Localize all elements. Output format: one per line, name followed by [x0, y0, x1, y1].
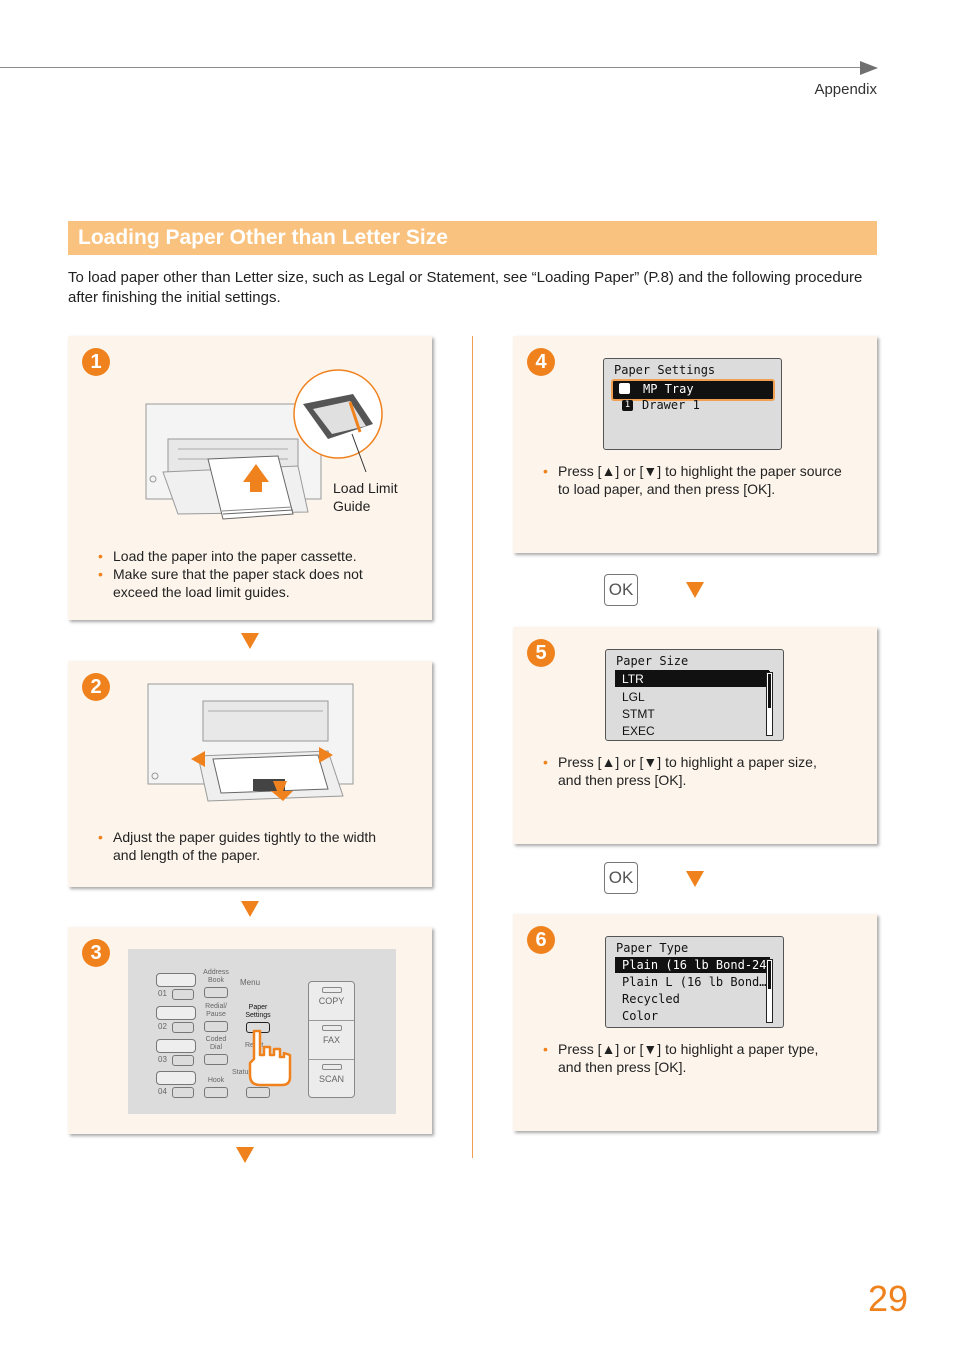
key-label: 01 [158, 989, 167, 998]
lcd-rule [615, 670, 769, 671]
lcd-selected-row[interactable]: MP Tray [611, 379, 775, 401]
lcd-scroll-thumb [768, 961, 771, 989]
scan-key[interactable]: SCAN [318, 1074, 344, 1084]
down-arrow-icon [241, 633, 259, 649]
lcd-title: Paper Type [616, 941, 689, 955]
fax-key[interactable]: FAX [322, 1035, 340, 1045]
lcd-option[interactable]: Drawer 1 [642, 398, 700, 412]
one-touch-key[interactable] [156, 1039, 196, 1053]
bullet-item: Load the paper into the paper cassette. [98, 547, 398, 565]
operation-panel: 01 02 03 04 Address Book Redial/ Pause C… [128, 949, 396, 1114]
down-arrow-icon [686, 582, 704, 598]
lcd-option[interactable]: Color [622, 1009, 659, 1023]
step-4-bullets: Press [▲] or [▼] to highlight the paper … [543, 462, 843, 498]
coded-dial-label: Coded Dial [205, 1036, 227, 1051]
redial-key[interactable] [204, 1021, 228, 1032]
redial-label: Redial/ Pause [205, 1003, 227, 1018]
lcd-option[interactable]: Recycled [622, 992, 680, 1006]
step-5-bullets: Press [▲] or [▼] to highlight a paper si… [543, 753, 843, 789]
lcd-option[interactable]: LGL [622, 690, 645, 704]
lcd-option[interactable]: Plain L (16 lb Bond… [622, 975, 767, 989]
hook-key[interactable] [204, 1087, 228, 1098]
step-3-panel: 3 01 02 03 04 Address Book Redial/ Pause… [68, 927, 432, 1134]
key[interactable] [172, 1055, 194, 1066]
step-4-panel: 4 Paper Settings MP Tray 1 Drawer 1 Pres… [513, 336, 877, 553]
column-divider [472, 336, 473, 1158]
address-book-label: Address Book [203, 969, 229, 984]
paper-settings-label: Paper Settings [245, 1004, 271, 1019]
step-number: 1 [82, 348, 110, 376]
lcd-screen: Paper Size LTR LGL STMT EXEC [605, 649, 784, 741]
page-title: Loading Paper Other than Letter Size [78, 226, 448, 249]
step-6-bullets: Press [▲] or [▼] to highlight a paper ty… [543, 1040, 843, 1076]
bullet-item: Make sure that the paper stack does not … [98, 565, 398, 601]
one-touch-key[interactable] [156, 1006, 196, 1020]
drawer-icon: 1 [622, 400, 633, 411]
lcd-selected-row[interactable]: LTR [615, 671, 770, 687]
lcd-scroll-thumb [768, 674, 771, 708]
lcd-selected-row[interactable]: Plain (16 lb Bond-24 [615, 957, 770, 973]
step-5-panel: 5 Paper Size LTR LGL STMT EXEC Press [▲]… [513, 627, 877, 844]
key[interactable] [172, 1022, 194, 1033]
lcd-option[interactable]: STMT [622, 707, 655, 721]
separator [309, 1059, 354, 1060]
lcd-scrollbar[interactable] [766, 959, 773, 1023]
step-number: 6 [527, 926, 555, 954]
key[interactable] [172, 989, 194, 1000]
step-2-panel: 2 Adjust the paper guides tightly to the… [68, 661, 432, 887]
step-1-panel: 1 Load Limit Guide Load the paper into t… [68, 336, 432, 620]
down-arrow-icon [241, 901, 259, 917]
copy-indicator [322, 987, 342, 993]
title-bar: Loading Paper Other than Letter Size [68, 221, 877, 255]
status-key[interactable] [246, 1087, 270, 1098]
bullet-item: Adjust the paper guides tightly to the w… [98, 828, 398, 864]
header-arrow-icon [860, 61, 878, 75]
down-arrow-icon [236, 1147, 254, 1163]
key-label: 02 [158, 1022, 167, 1031]
lcd-screen: Paper Settings MP Tray 1 Drawer 1 [603, 358, 782, 450]
printer-paper-guides-illustration [147, 683, 354, 802]
mode-keys: COPY FAX SCAN [308, 981, 355, 1098]
key-label: 03 [158, 1055, 167, 1064]
lcd-option: MP Tray [643, 382, 694, 396]
lcd-title: Paper Settings [614, 363, 716, 377]
step-number: 2 [82, 673, 110, 701]
coded-dial-key[interactable] [204, 1054, 228, 1065]
intro-text: To load paper other than Letter size, su… [68, 269, 863, 306]
step-1-bullets: Load the paper into the paper cassette. … [98, 547, 398, 601]
bullet-item: Press [▲] or [▼] to highlight the paper … [543, 462, 843, 498]
ok-button: OK [604, 862, 638, 894]
pointing-hand-icon [248, 1029, 292, 1087]
status-label: Status [232, 1069, 252, 1076]
ok-button: OK [604, 574, 638, 606]
mp-tray-icon [619, 383, 630, 394]
section-label: Appendix [814, 81, 877, 98]
step-2-bullets: Adjust the paper guides tightly to the w… [98, 828, 398, 864]
separator [309, 1020, 354, 1021]
menu-label: Menu [240, 978, 261, 987]
scan-indicator [322, 1064, 342, 1070]
bullet-item: Press [▲] or [▼] to highlight a paper si… [543, 753, 843, 789]
key[interactable] [172, 1087, 194, 1098]
step-number: 5 [527, 639, 555, 667]
one-touch-key[interactable] [156, 1071, 196, 1085]
lcd-screen: Paper Type Plain (16 lb Bond-24 Plain L … [605, 936, 784, 1028]
step-number: 4 [527, 348, 555, 376]
bullet-item: Press [▲] or [▼] to highlight a paper ty… [543, 1040, 843, 1076]
header-rule [0, 67, 862, 68]
step-6-panel: 6 Paper Type Plain (16 lb Bond-24 Plain … [513, 914, 877, 1131]
hook-label: Hook [207, 1077, 225, 1084]
step-number: 3 [82, 939, 110, 967]
key-label: 04 [158, 1087, 167, 1096]
down-arrow-icon [686, 871, 704, 887]
lcd-title: Paper Size [616, 654, 689, 668]
address-book-key[interactable] [204, 987, 228, 998]
one-touch-key[interactable] [156, 973, 196, 987]
lcd-option[interactable]: EXEC [622, 724, 655, 738]
fax-indicator [322, 1025, 342, 1031]
load-limit-guide-callout: Load Limit Guide [333, 480, 398, 514]
page-number: 29 [867, 1278, 908, 1319]
copy-key[interactable]: COPY [318, 996, 345, 1006]
printer-loading-paper-illustration [145, 369, 383, 520]
